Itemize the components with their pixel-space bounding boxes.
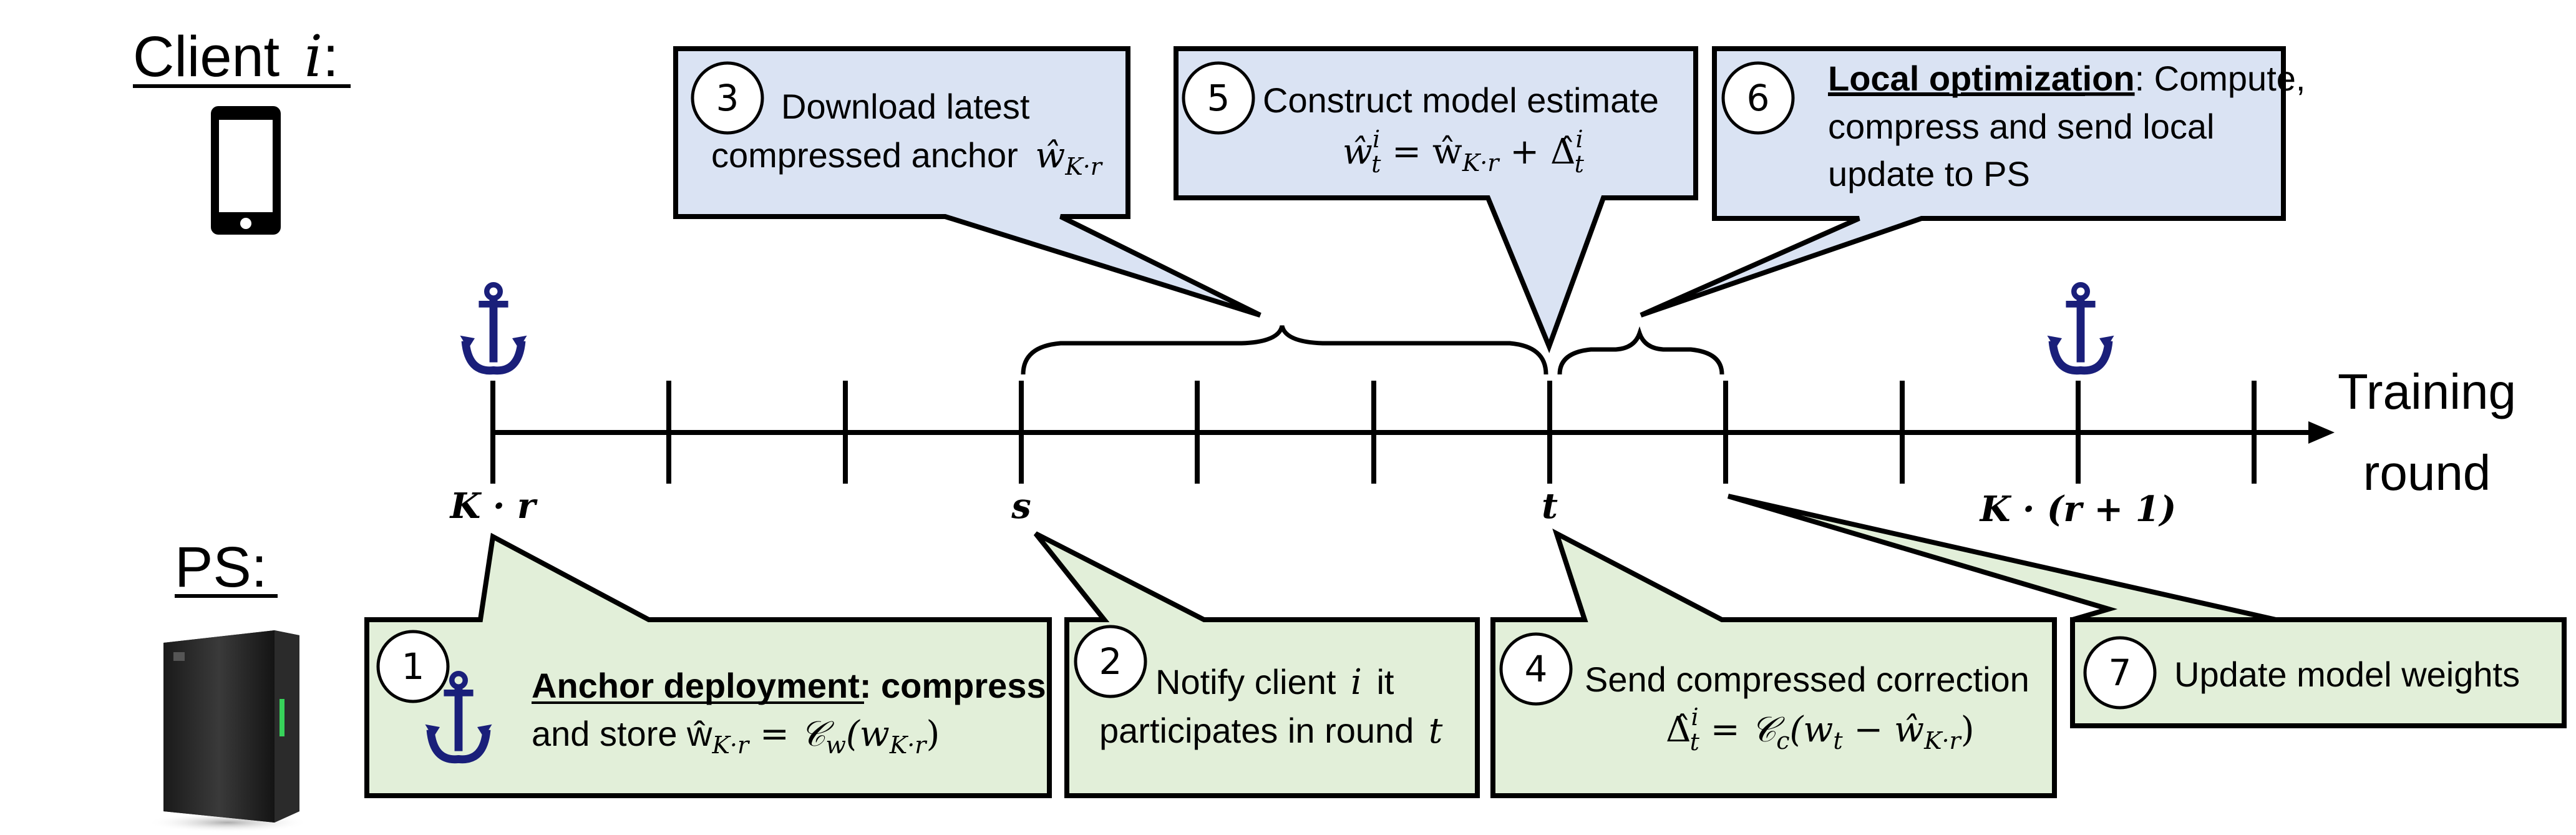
step-7-line1: Update model weights: [2174, 655, 2520, 694]
step-4-line1: Send compressed correction: [1585, 660, 2029, 699]
step-3-line1: Download latest: [781, 87, 1030, 126]
callout-step-3: 3 Download latest compressed anchor ŵK·r: [673, 46, 1261, 318]
step-1-line2: and store ŵK·r = 𝒞w(wK·r): [532, 714, 940, 759]
axis-arrowhead: [2308, 421, 2335, 444]
axis-end-label-line2: round: [2363, 445, 2491, 501]
tick-label-t: t: [1542, 486, 1558, 527]
anchor-icon: [460, 285, 527, 370]
step-3-line2: compressed anchor ŵK·r: [711, 135, 1104, 180]
step-1-line1: Anchor deployment: compress: [532, 666, 1046, 705]
step-6-line2: compress and send local: [1828, 107, 2214, 146]
step-2-line2: participates in round t: [1099, 711, 1443, 751]
step-badge-6: [1721, 61, 1795, 135]
server-icon: [147, 630, 309, 833]
brace-t-to-t1: [1557, 326, 1724, 375]
step-5-line1: Construct model estimate: [1263, 81, 1659, 120]
step-badge-5: [1182, 61, 1255, 135]
step-6-line1: Local optimization: Compute,: [1828, 59, 2305, 98]
ps-header: PS:: [175, 535, 278, 599]
tick-label-k-r1: K · (r + 1): [1979, 489, 2177, 530]
ps-label: PS:: [175, 535, 267, 599]
step-badge-3: [691, 61, 764, 135]
step-badge-7: [2083, 636, 2157, 710]
step-6-line3: update to PS: [1828, 154, 2030, 193]
axis-ticks: [490, 381, 2257, 484]
callout-step-2: 2 Notify client i it participates in rou…: [1033, 531, 1480, 798]
callout-step-1: 1 Anchor deployment: compress and store …: [364, 532, 1052, 798]
step-2-line1: Notify client i it: [1155, 662, 1394, 703]
anchor-icon: [2047, 285, 2114, 370]
step-badge-4: [1499, 632, 1573, 706]
phone-icon: [211, 106, 281, 235]
callout-step-7: 7 Update model weights: [1727, 494, 2567, 728]
step-number-4: 4: [1525, 648, 1548, 690]
step-number-1: 1: [402, 645, 425, 688]
callout-step-6: 6 Local optimization: Compute, compress …: [1640, 46, 2305, 318]
step-badge-2: [1074, 625, 1147, 698]
step-number-6: 6: [1747, 77, 1770, 119]
brace-s-to-t: [1021, 325, 1548, 375]
client-label: Client i:: [133, 23, 339, 90]
axis-end-label-line1: Training: [2338, 364, 2516, 419]
step-number-7: 7: [2109, 652, 2132, 694]
client-header: Client i:: [133, 23, 351, 90]
step-number-2: 2: [1099, 640, 1122, 683]
tick-label-k-r: K · r: [449, 486, 538, 527]
step-number-3: 3: [716, 77, 739, 119]
timeline-axis: Training round K · r s t K · (r + 1): [449, 364, 2516, 530]
tick-label-s: s: [1011, 486, 1031, 527]
step-number-5: 5: [1207, 77, 1230, 119]
step-badge-1: [376, 630, 450, 703]
